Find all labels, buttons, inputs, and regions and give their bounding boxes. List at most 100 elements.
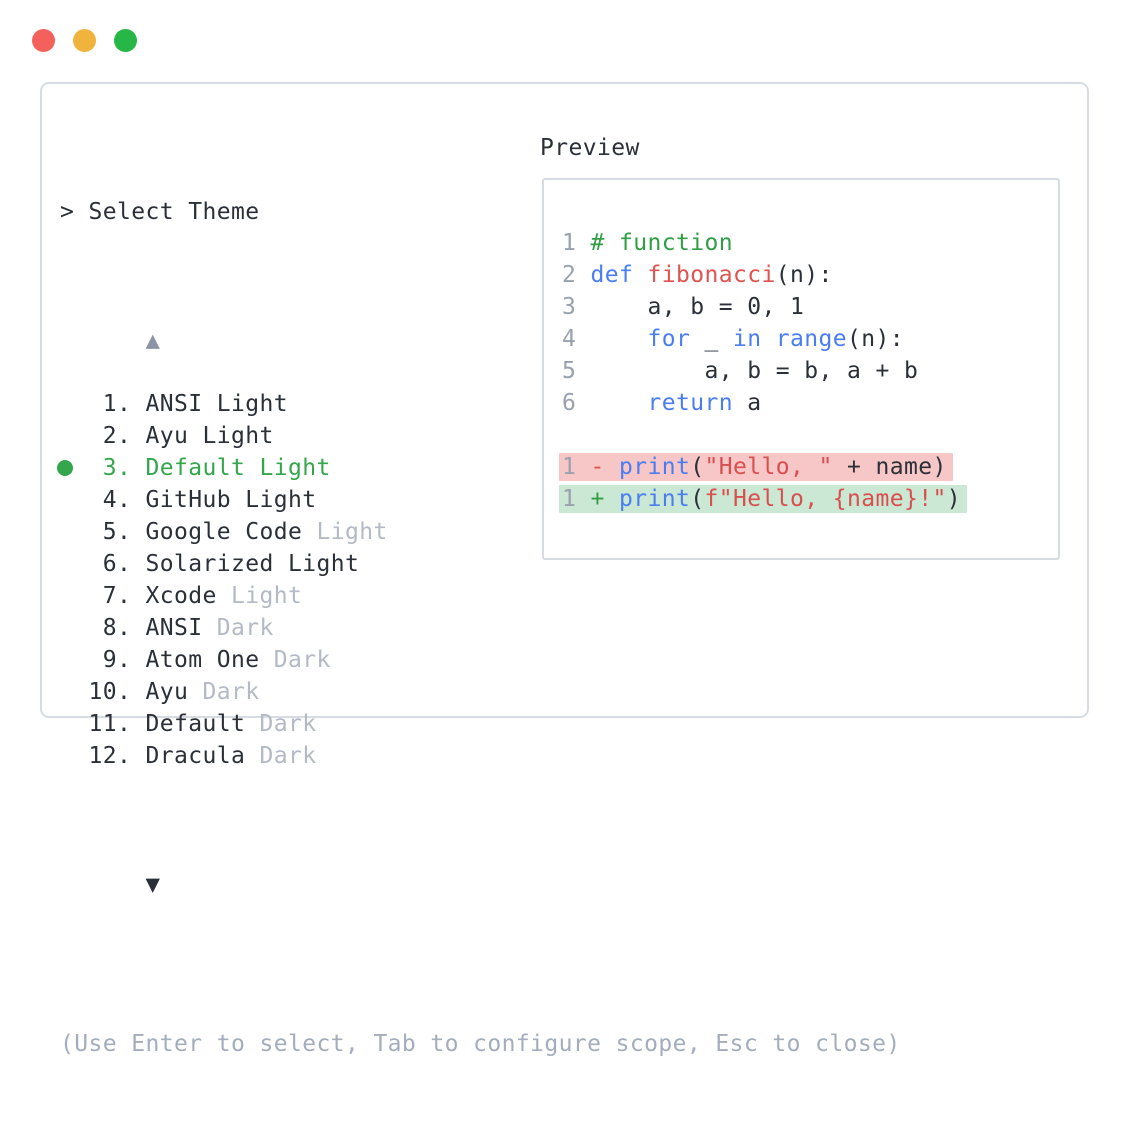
code-line: 1 # function bbox=[562, 227, 967, 259]
selected-indicator-dot bbox=[57, 460, 73, 476]
code-token-pl: ( bbox=[690, 454, 705, 480]
theme-item-name: Default Light bbox=[145, 455, 331, 481]
theme-item-number: 6. bbox=[60, 551, 146, 577]
theme-item-number: 2. bbox=[60, 423, 146, 449]
theme-item-number: 8. bbox=[60, 615, 146, 641]
preview-title: Preview bbox=[540, 135, 640, 161]
theme-item-name: Ayu Light bbox=[145, 423, 274, 449]
diff-deleted-line: 1 - print("Hello, " + name) bbox=[559, 453, 953, 481]
theme-item[interactable]: 2. Ayu Light bbox=[60, 420, 901, 452]
theme-item-number: 3. bbox=[60, 455, 146, 481]
minimize-button[interactable] bbox=[73, 29, 96, 52]
theme-item[interactable]: 7. Xcode Light bbox=[60, 580, 901, 612]
code-token-pl: (n): bbox=[775, 262, 833, 288]
theme-picker-panel: > Select Theme ▲ 1. ANSI Light 2. Ayu Li… bbox=[40, 82, 1089, 1057]
code-token-kw: in bbox=[733, 326, 762, 352]
theme-item-variant: Dark bbox=[202, 615, 274, 641]
code-token-ln: 3 bbox=[562, 294, 591, 320]
spacer-row bbox=[60, 932, 901, 964]
scroll-down-icon: ▼ bbox=[145, 870, 161, 898]
code-token-pl: + name) bbox=[832, 454, 947, 480]
code-token-fn: fibonacci bbox=[647, 262, 776, 288]
theme-item-number: 1. bbox=[60, 391, 146, 417]
code-line: 5 a, b = b, a + b bbox=[562, 355, 967, 387]
theme-item-name: Atom One bbox=[145, 647, 260, 673]
code-token-ln: 2 bbox=[562, 262, 591, 288]
theme-item[interactable]: 6. Solarized Light bbox=[60, 548, 901, 580]
code-token-kw: print bbox=[619, 454, 691, 480]
maximize-button[interactable] bbox=[114, 29, 137, 52]
theme-item-variant: Dark bbox=[245, 711, 317, 737]
code-token-comment: # function bbox=[590, 230, 733, 256]
theme-item[interactable]: 12. Dracula Dark bbox=[60, 740, 901, 772]
code-token-ln: 1 bbox=[562, 486, 591, 512]
code-token-add: + bbox=[590, 486, 619, 512]
theme-item-number: 12. bbox=[60, 743, 146, 769]
code-token-kw: def bbox=[590, 262, 634, 288]
code-token-pl: ) bbox=[946, 486, 961, 512]
code-token-pl: ( bbox=[690, 486, 705, 512]
theme-item-variant: Light bbox=[302, 519, 388, 545]
code-token-pl bbox=[633, 262, 647, 288]
theme-item-name: Google Code bbox=[145, 519, 303, 545]
theme-item[interactable]: 3. Default Light bbox=[57, 452, 901, 484]
code-line: 4 for _ in range(n): bbox=[562, 323, 967, 355]
code-token-ln: 6 bbox=[562, 390, 591, 416]
theme-item-number: 9. bbox=[60, 647, 146, 673]
window-controls bbox=[32, 29, 137, 52]
code-token-ln: 1 bbox=[562, 454, 591, 480]
theme-item[interactable]: 5. Google Code Light bbox=[60, 516, 901, 548]
code-token-pl: a, b = 0, 1 bbox=[590, 294, 805, 320]
theme-item-number: 11. bbox=[60, 711, 146, 737]
help-text: (Use Enter to select, Tab to configure s… bbox=[60, 1031, 901, 1057]
theme-item-name: Ayu bbox=[145, 679, 189, 705]
theme-item[interactable]: 4. GitHub Light bbox=[60, 484, 901, 516]
code-token-ln: 4 bbox=[562, 326, 591, 352]
theme-item[interactable]: 10. Ayu Dark bbox=[60, 676, 901, 708]
code-token-pl bbox=[591, 390, 648, 416]
theme-item-number: 10. bbox=[60, 679, 146, 705]
theme-item-number: 4. bbox=[60, 487, 146, 513]
theme-item[interactable]: 8. ANSI Dark bbox=[60, 612, 901, 644]
theme-item[interactable]: 1. ANSI Light bbox=[60, 388, 901, 420]
code-line: 3 a, b = 0, 1 bbox=[562, 291, 967, 323]
code-token-kw: range bbox=[775, 326, 847, 352]
code-token-pl: a bbox=[732, 390, 762, 416]
code-token-pl bbox=[762, 326, 776, 352]
diff-added-line: 1 + print(f"Hello, {name}!") bbox=[559, 485, 967, 513]
code-token-ln: 5 bbox=[562, 358, 591, 384]
theme-item-name: ANSI bbox=[145, 615, 203, 641]
code-token-ln: 1 bbox=[562, 230, 591, 256]
code-token-del: - bbox=[590, 454, 619, 480]
code-token-kw: for bbox=[647, 326, 691, 352]
theme-item-name: ANSI Light bbox=[145, 391, 288, 417]
theme-item-variant: Dark bbox=[259, 647, 331, 673]
theme-item[interactable]: 11. Default Dark bbox=[60, 708, 901, 740]
code-line: 6 return a bbox=[562, 387, 967, 419]
theme-item-name: Solarized Light bbox=[145, 551, 360, 577]
prompt: > Select Theme bbox=[60, 199, 260, 225]
theme-item-variant: Dark bbox=[188, 679, 260, 705]
theme-item-name: Xcode bbox=[145, 583, 217, 609]
theme-item-name: Dracula bbox=[145, 743, 246, 769]
code-token-kw: print bbox=[619, 486, 691, 512]
code-line bbox=[562, 419, 967, 451]
close-button[interactable] bbox=[32, 29, 55, 52]
theme-item-number: 5. bbox=[60, 519, 146, 545]
code-token-pl: _ bbox=[690, 326, 733, 352]
theme-item-name: Default bbox=[145, 711, 246, 737]
code-token-str: "Hello, " bbox=[704, 454, 833, 480]
scroll-down-control[interactable]: ▼ bbox=[60, 836, 901, 898]
code-token-str: f"Hello, {name}!" bbox=[704, 486, 947, 512]
code-line: 2 def fibonacci(n): bbox=[562, 259, 967, 291]
theme-item-variant: Light bbox=[216, 583, 303, 609]
theme-item-name: GitHub Light bbox=[145, 487, 317, 513]
theme-item-variant: Dark bbox=[245, 743, 317, 769]
theme-list: 1. ANSI Light 2. Ayu Light 3. Default Li… bbox=[57, 388, 901, 772]
scroll-up-control[interactable]: ▲ bbox=[60, 292, 901, 354]
theme-item[interactable]: 9. Atom One Dark bbox=[60, 644, 901, 676]
code-token-pl: (n): bbox=[847, 326, 904, 352]
theme-item-number: 7. bbox=[60, 583, 146, 609]
